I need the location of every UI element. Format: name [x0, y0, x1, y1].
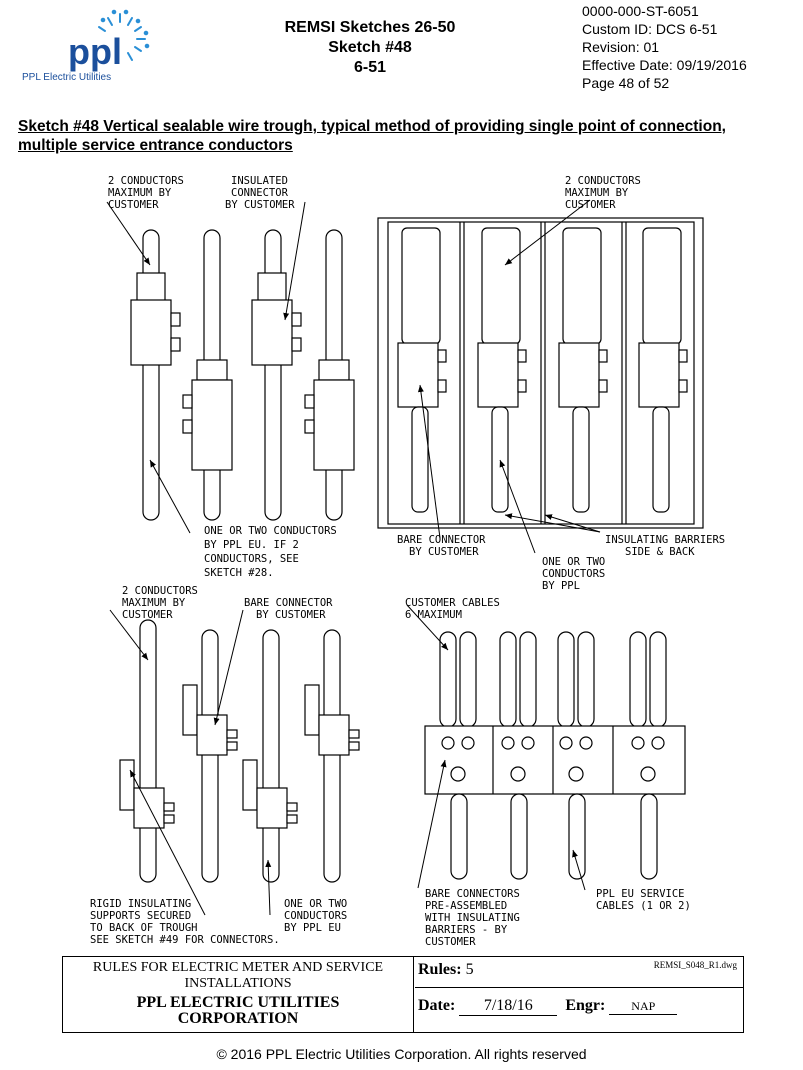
title-block-left: RULES FOR ELECTRIC METER AND SERVICE INS…	[63, 957, 414, 1032]
engr-value: NAP	[609, 999, 678, 1015]
corporation-name: PPL ELECTRIC UTILITIES CORPORATION	[63, 995, 413, 1027]
bl-conductors	[119, 619, 360, 883]
custom-id: Custom ID: DCS 6-51	[582, 21, 718, 37]
date-value: 7/18/16	[459, 997, 558, 1016]
header-title-line1: REMSI Sketches 26-50	[284, 19, 456, 36]
ppl-logo: ppl	[68, 9, 150, 72]
effective-date: Effective Date: 09/19/2016	[582, 57, 747, 73]
header-title-line3: 6-51	[353, 59, 387, 76]
page-number: Page 48 of 52	[582, 75, 670, 91]
tl-conductors	[130, 229, 355, 521]
rules-value: 5	[465, 961, 474, 978]
bl-see-label: SEE SKETCH #49 FOR CONNECTORS.	[90, 934, 280, 946]
copyright-footer: © 2016 PPL Electric Utilities Corporatio…	[216, 1046, 587, 1062]
rules-field: Rules: 5	[418, 961, 474, 979]
logo-sunburst-icon	[98, 9, 150, 61]
document-info: 0000-000-ST-6051 Custom ID: DCS 6-51 Rev…	[582, 2, 747, 92]
engr-label: Engr:	[565, 997, 606, 1014]
corp-line1: PPL ELECTRIC UTILITIES	[136, 994, 340, 1011]
date-engr-field: Date: 7/18/16 Engr: NAP	[418, 997, 678, 1016]
title-block: RULES FOR ELECTRIC METER AND SERVICE INS…	[62, 956, 744, 1033]
logo-text: ppl	[68, 31, 122, 72]
title-block-divider	[415, 987, 743, 988]
tr-conductors	[397, 227, 688, 513]
doc-number: 0000-000-ST-6051	[582, 3, 699, 19]
dwg-name: REMSI_S048_R1.dwg	[653, 960, 737, 970]
page-header: ppl PPL Electric Utilities REMSI Sketche…	[0, 0, 803, 95]
title-block-right: Rules: 5 REMSI_S048_R1.dwg Date: 7/18/16…	[415, 957, 743, 1032]
rules-label: Rules:	[418, 961, 462, 978]
leader-lines	[106, 199, 601, 916]
revision: Revision: 01	[582, 39, 660, 55]
logo-tagline: PPL Electric Utilities	[22, 72, 112, 83]
section-title: Sketch #48 Vertical sealable wire trough…	[18, 118, 726, 154]
rules-title-line2: INSTALLATIONS	[184, 976, 292, 991]
corp-line2: CORPORATION	[177, 1010, 299, 1027]
date-label: Date:	[418, 997, 456, 1014]
rules-title-line1: RULES FOR ELECTRIC METER AND SERVICE	[92, 960, 384, 975]
header-title: REMSI Sketches 26-50 Sketch #48 6-51	[260, 18, 480, 78]
br-connector-block	[424, 631, 686, 880]
header-title-line2: Sketch #48	[328, 39, 412, 56]
rules-title: RULES FOR ELECTRIC METER AND SERVICE INS…	[63, 960, 413, 992]
